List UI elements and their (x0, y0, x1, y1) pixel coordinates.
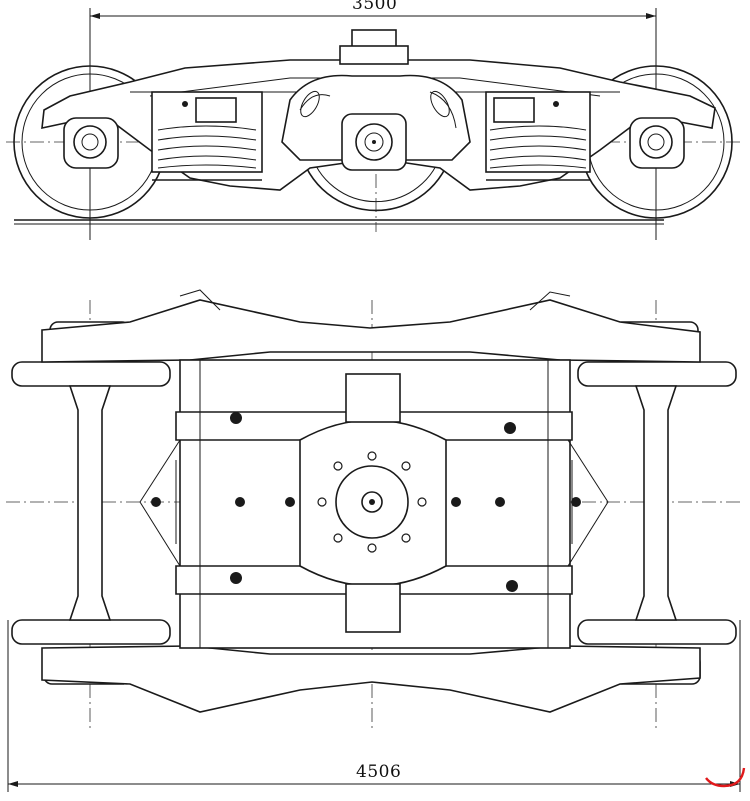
wheelbase-dimension-label: 3500 (352, 0, 398, 14)
red-markup-bracket (705, 767, 746, 788)
center-wheel (299, 149, 453, 212)
upper-side-frame-plan (41, 289, 701, 363)
bolster-top (339, 29, 409, 65)
plan-view (6, 289, 744, 792)
frame-bolts (151, 412, 581, 592)
left-spring-pack (151, 91, 263, 181)
center-bearing-housing (281, 74, 471, 171)
overall-length-dimension-label: 4506 (356, 762, 402, 782)
center-pivot (317, 451, 427, 553)
right-wheelset (577, 321, 737, 685)
side-elevation-view (6, 8, 740, 240)
right-axle-box (629, 117, 685, 169)
right-spring-pack (485, 91, 591, 181)
left-axle-box (63, 117, 119, 169)
left-wheelset (11, 321, 171, 685)
lower-side-frame-plan (41, 645, 701, 713)
